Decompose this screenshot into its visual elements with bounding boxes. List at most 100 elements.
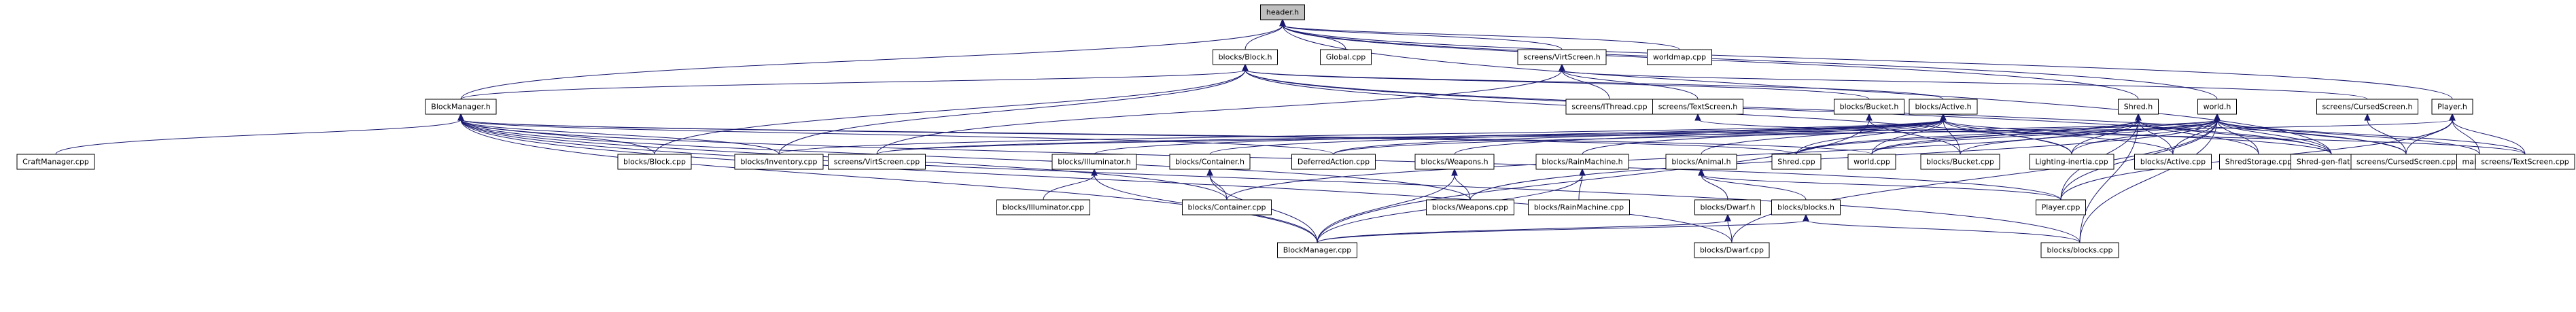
dependency-edge-line (460, 119, 1873, 155)
arrowhead-icon (1206, 168, 1213, 176)
dependency-edge-line (1561, 69, 2368, 100)
dependency-edge (460, 63, 1249, 100)
node-box (1414, 154, 1495, 170)
graph-node-block-cpp[interactable]: blocks/Block.cpp (617, 154, 692, 170)
arrowhead-icon (1091, 168, 1098, 176)
node-label: blocks/Inventory.cpp (740, 158, 817, 167)
graph-node-ithread-cpp[interactable]: screens/IThread.cpp (1565, 99, 1654, 115)
dependency-edge (654, 63, 1249, 155)
dependency-edge-line (1697, 119, 2526, 155)
node-box (2134, 154, 2212, 170)
graph-node-active-cpp[interactable]: blocks/Active.cpp (2134, 154, 2212, 170)
dependency-edge (1317, 168, 1458, 243)
graph-node-blocks-cpp[interactable]: blocks/blocks.cpp (2040, 242, 2119, 258)
graph-node-blockmanager-cpp[interactable]: BlockManager.cpp (1277, 242, 1357, 258)
dependency-edge-line (1245, 69, 1944, 100)
dependency-edge-line (1317, 119, 1870, 243)
node-box (2036, 199, 2086, 215)
graph-node-bucket-h[interactable]: blocks/Bucket.h (1834, 99, 1904, 115)
dependency-edge-line (460, 119, 1318, 243)
node-label: world.cpp (1853, 158, 1890, 167)
graph-node-textscreen-cpp[interactable]: screens/TextScreen.cpp (2475, 154, 2575, 170)
dependency-edge-line (55, 119, 462, 155)
graph-node-blocks-h[interactable]: blocks/blocks.h (1771, 199, 1841, 215)
graph-node-block-h[interactable]: blocks/Block.h (1213, 49, 1278, 65)
dependency-edge (1242, 63, 2332, 155)
graph-node-weapons-h[interactable]: blocks/Weapons.h (1414, 154, 1495, 170)
dependency-edge-line (2071, 119, 2218, 155)
dependency-edge-line (1245, 69, 1870, 100)
dependency-edge-line (1701, 174, 1728, 201)
graph-node-player-h[interactable]: Player.h (2431, 99, 2473, 115)
graph-node-animal-h[interactable]: blocks/Animal.h (1665, 154, 1737, 170)
graph-node-dwarf-h[interactable]: blocks/Dwarf.h (1694, 199, 1761, 215)
dependency-edge (2172, 113, 2221, 155)
dependency-edge-line (2452, 119, 2480, 155)
graph-node-active-h[interactable]: blocks/Active.h (1909, 99, 1978, 115)
dependency-edge (1803, 213, 2081, 243)
dependency-edge (876, 63, 1565, 155)
graph-node-blockmanager-h[interactable]: BlockManager.h (425, 99, 497, 115)
arrowhead-icon (1559, 63, 1565, 71)
graph-node-cursedscreen-h[interactable]: screens/CursedScreen.h (2316, 99, 2418, 115)
graph-node-cursedscreen-cpp[interactable]: screens/CursedScreen.cpp (2350, 154, 2462, 170)
graph-node-virtscreen-cpp[interactable]: screens/VirtScreen.cpp (828, 154, 926, 170)
dependency-edge (1724, 213, 1733, 243)
dependency-edge (2135, 113, 2259, 155)
dependency-edge-line (1701, 119, 1944, 155)
dependency-edge-line (778, 69, 1246, 155)
graph-node-deferredaction-cpp[interactable]: DeferredAction.cpp (1291, 154, 1376, 170)
dependency-edge-line (1245, 69, 2332, 155)
graph-node-shred-h[interactable]: Shred.h (2118, 99, 2159, 115)
graph-node-player-cpp[interactable]: Player.cpp (2036, 199, 2086, 215)
graph-node-illuminator-h[interactable]: blocks/Illuminator.h (1051, 154, 1137, 170)
dependency-edge-line (1796, 119, 2139, 155)
graph-node-dwarf-cpp[interactable]: blocks/Dwarf.cpp (1694, 242, 1770, 258)
dependency-edge-line (1578, 174, 1583, 201)
graph-node-container-h[interactable]: blocks/Container.h (1169, 154, 1251, 170)
graph-node-shredstorage-cpp[interactable]: ShredStorage.cpp (2219, 154, 2298, 170)
dependency-edge-line (2405, 119, 2453, 155)
dependency-edge-line (654, 69, 1246, 155)
graph-node-shred-cpp[interactable]: Shred.cpp (1771, 154, 1822, 170)
node-label: screens/VirtScreen.h (1523, 53, 1600, 62)
dependency-edge (1333, 113, 2221, 155)
node-box (1694, 242, 1770, 258)
graph-node-illuminator-cpp[interactable]: blocks/Illuminator.cpp (996, 199, 1090, 215)
graph-node-weapons-cpp[interactable]: blocks/Weapons.cpp (1426, 199, 1514, 215)
dependency-edge (1279, 18, 1680, 50)
dependency-edge-line (1094, 119, 1944, 155)
dependency-edge-line (2172, 119, 2218, 155)
graph-node-virtscreen-h[interactable]: screens/VirtScreen.h (1517, 49, 1607, 65)
node-label: blocks/Bucket.h (1840, 103, 1899, 111)
dependency-edge-line (1282, 24, 1346, 50)
graph-node-rainmachine-h[interactable]: blocks/RainMachine.h (1535, 154, 1629, 170)
graph-node-worldmap-cpp[interactable]: worldmap.cpp (1647, 49, 1712, 65)
dependency-edge-line (1209, 119, 1944, 155)
dependency-edge-line (876, 119, 2218, 155)
dependency-edge-line (1561, 69, 1610, 100)
dependency-edge-line (876, 69, 1563, 155)
graph-node-world-h[interactable]: world.h (2197, 99, 2237, 115)
dependency-edge-line (460, 69, 1246, 100)
dependency-edge-line (460, 119, 655, 155)
graph-node-container-cpp[interactable]: blocks/Container.cpp (1182, 199, 1272, 215)
graph-node-bucket-cpp[interactable]: blocks/Bucket.cpp (1920, 154, 2000, 170)
node-label: blocks/Illuminator.h (1058, 158, 1130, 167)
node-label: blocks/RainMachine.cpp (1534, 203, 1624, 212)
graph-node-textscreen-h[interactable]: screens/TextScreen.h (1652, 99, 1743, 115)
graph-node-world-cpp[interactable]: world.cpp (1847, 154, 1896, 170)
dependency-edge-line (460, 119, 2081, 243)
arrowhead-icon (1803, 213, 1809, 222)
graph-node-lighting-cpp[interactable]: Lighting-inertia.cpp (2029, 154, 2114, 170)
arrowhead-icon (2449, 113, 2456, 121)
graph-node-global-cpp[interactable]: Global.cpp (1320, 49, 1372, 65)
dependency-edge (1940, 113, 2332, 155)
graph-node-rainmachine-cpp[interactable]: blocks/RainMachine.cpp (1528, 199, 1630, 215)
dependency-edge-line (2138, 119, 2259, 155)
graph-node-inventory-cpp[interactable]: blocks/Inventory.cpp (734, 154, 824, 170)
dependency-edge-line (2216, 119, 2526, 155)
dependency-edge (1317, 213, 1809, 243)
graph-node-craftmanager-cpp[interactable]: CraftManager.cpp (16, 154, 95, 170)
